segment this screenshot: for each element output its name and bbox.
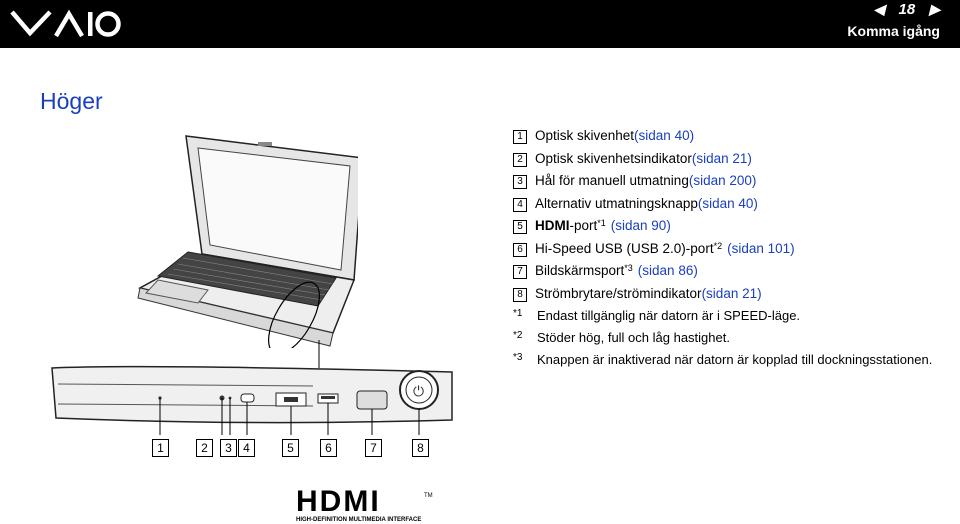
- item-number: 3: [513, 175, 527, 189]
- callout-leader-line: [318, 340, 320, 368]
- hdmi-trademark: TM: [424, 493, 433, 499]
- legend-item: 4 Alternativ utmatningsknapp (sidan 40): [513, 196, 953, 219]
- page-heading: Höger: [40, 88, 103, 114]
- item-text: Strömbrytare/strömindikator: [535, 285, 702, 301]
- footnote-mark: *1: [513, 308, 523, 319]
- footnote: *3 Knappen är inaktiverad när datorn är …: [513, 352, 953, 374]
- callout-6: 6: [320, 439, 337, 457]
- legend-item: 1 Optisk skivenhet (sidan 40): [513, 128, 953, 151]
- svg-text:⏻: ⏻: [413, 384, 424, 400]
- page-link[interactable]: (sidan 101): [727, 240, 795, 256]
- legend-item: 2 Optisk skivenhetsindikator (sidan 21): [513, 151, 953, 174]
- component-legend: 1 Optisk skivenhet (sidan 40) 2 Optisk s…: [513, 128, 953, 374]
- legend-item: 3 Hål för manuell utmatning (sidan 200): [513, 173, 953, 196]
- item-number: 6: [513, 242, 527, 257]
- callout-1: 1: [152, 439, 169, 457]
- item-number: 4: [513, 197, 527, 212]
- legend-item: 7 Bildskärmsport *3 (sidan 86): [513, 263, 953, 286]
- legend-item: 6 Hi-Speed USB (USB 2.0)-port *2 (sidan …: [513, 241, 953, 264]
- side-view-illustration: ⏻: [51, 365, 453, 435]
- footnote-text: Endast tillgänglig när datorn är i SPEED…: [537, 308, 801, 323]
- callout-7: 7: [365, 439, 382, 457]
- hdmi-tagline: HIGH-DEFINITION MULTIMEDIA INTERFACE: [296, 517, 421, 523]
- vaio-logo: [10, 9, 121, 38]
- footnote-ref: *1: [597, 218, 606, 228]
- callout-2: 2: [196, 439, 213, 457]
- footnote-mark: *3: [513, 352, 523, 363]
- item-number: 8: [513, 287, 527, 302]
- item-text: -port: [569, 218, 598, 233]
- header-bar: ◀ 18 ▶ Komma igång: [0, 0, 960, 48]
- next-page-arrow-icon[interactable]: ▶: [929, 1, 940, 17]
- footnote-text: Stöder hög, full och låg hastighet.: [537, 330, 730, 345]
- page-link[interactable]: (sidan 21): [701, 285, 762, 301]
- legend-item: 5 HDMI -port *1 (sidan 90): [513, 218, 953, 241]
- page-number: 18: [898, 1, 916, 18]
- item-text: Hål för manuell utmatning: [535, 173, 689, 188]
- page-link[interactable]: (sidan 40): [697, 195, 758, 211]
- page-link[interactable]: (sidan 200): [688, 173, 757, 188]
- legend-item: 8 Strömbrytare/strömindikator (sidan 21): [513, 286, 953, 309]
- callout-5: 5: [282, 439, 299, 457]
- callout-4: 4: [238, 439, 255, 457]
- item-text: Optisk skivenhetsindikator: [535, 150, 692, 166]
- item-text: Bildskärmsport: [535, 263, 625, 278]
- item-number: 1: [513, 130, 527, 144]
- callout-3: 3: [220, 439, 237, 457]
- page-link[interactable]: (sidan 40): [634, 128, 695, 143]
- item-text: Optisk skivenhet: [535, 128, 635, 143]
- page-link[interactable]: (sidan 21): [691, 150, 752, 166]
- footnote: *1 Endast tillgänglig när datorn är i SP…: [513, 308, 953, 330]
- item-bold-text: HDMI: [535, 218, 570, 233]
- item-number: 2: [513, 152, 527, 167]
- item-text: Hi-Speed USB (USB 2.0)-port: [535, 240, 714, 256]
- item-number: 7: [513, 265, 527, 279]
- footnote-ref: *3: [624, 263, 633, 273]
- section-title: Komma igång: [847, 23, 940, 39]
- item-number: 5: [513, 220, 527, 234]
- page-link[interactable]: (sidan 86): [637, 263, 698, 278]
- footnote-text: Knappen är inaktiverad när datorn är kop…: [537, 352, 933, 367]
- callout-8: 8: [412, 439, 429, 457]
- hdmi-wordmark: HDMI: [296, 488, 381, 518]
- footnote-ref: *2: [713, 240, 723, 251]
- footnote: *2 Stöder hög, full och låg hastighet.: [513, 330, 953, 352]
- prev-page-arrow-icon[interactable]: ◀: [873, 1, 885, 17]
- page-navigation: ◀ 18 ▶: [874, 1, 940, 18]
- hdmi-logo: HDMI TM HIGH-DEFINITION MULTIMEDIA INTER…: [296, 488, 433, 523]
- laptop-illustration: [137, 135, 358, 348]
- page-link[interactable]: (sidan 90): [610, 218, 671, 233]
- footnote-mark: *2: [513, 330, 523, 341]
- item-text: Alternativ utmatningsknapp: [535, 195, 698, 211]
